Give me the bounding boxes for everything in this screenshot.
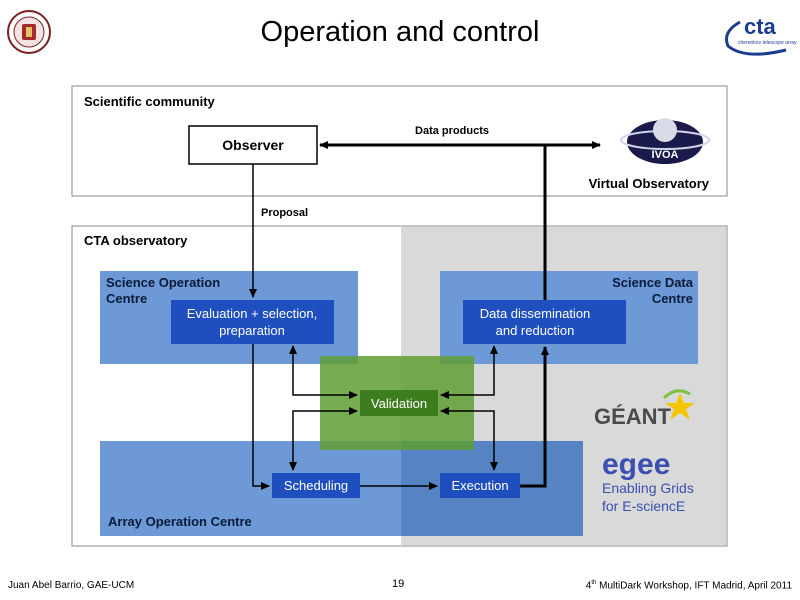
footer-event-text: MultiDark Workshop, IFT Madrid, April 20… (596, 580, 792, 592)
dissemination-validation-arrow (440, 345, 498, 399)
egee-text: egee (602, 448, 670, 481)
scheduling-box (272, 473, 360, 498)
university-seal-logo (7, 10, 51, 54)
cta-logo: cta cherenkov telescope array (725, 14, 797, 56)
footer-event-sup: th (591, 580, 597, 586)
evaluation-label-line2: preparation (219, 323, 285, 338)
scheduling-label: Scheduling (284, 478, 348, 493)
data-dissemination-box (463, 300, 626, 344)
validation-execution-arrow (440, 407, 498, 471)
scientific-community-label: Scientific community (84, 94, 216, 109)
cta-logo-subtext: cherenkov telescope array (738, 40, 797, 46)
soc-label-line1: Science Operation (106, 275, 220, 290)
egee-line2: for E-sciencE (602, 498, 685, 514)
virtual-observatory-label: Virtual Observatory (589, 176, 710, 191)
ivoa-text: IVOA (652, 149, 679, 161)
execution-label: Execution (451, 478, 508, 493)
validation-box (360, 390, 438, 416)
execution-to-dissemination-arrow (520, 346, 549, 488)
observer-box (188, 125, 318, 165)
geant-logo: GÉANT (594, 389, 695, 429)
footer-event: 4th MultiDark Workshop, IFT Madrid, Apri… (586, 580, 792, 591)
proposal-label: Proposal (261, 207, 308, 219)
dissemination-label-line1: Data dissemination (480, 306, 591, 321)
sdc-label-line2: Centre (652, 291, 693, 306)
aoc-label: Array Operation Centre (108, 514, 252, 529)
geant-text: GÉANT (594, 404, 672, 429)
evaluation-box (171, 300, 334, 344)
footer-author: Juan Abel Barrio, GAE-UCM (8, 580, 135, 591)
sdc-label-line1: Science Data (612, 275, 694, 290)
ivoa-logo: IVOA (620, 118, 710, 164)
egee-logo: egee Enabling Grids for E-sciencE (602, 448, 694, 514)
evaluation-validation-arrow (289, 345, 358, 399)
slide-title: Operation and control (260, 16, 540, 48)
execution-box (440, 473, 520, 498)
egee-line1: Enabling Grids (602, 480, 694, 496)
soc-label-line2: Centre (106, 291, 147, 306)
dissemination-label-line2: and reduction (496, 323, 575, 338)
cta-observatory-label: CTA observatory (84, 233, 188, 248)
cta-logo-text: cta (744, 14, 777, 39)
observer-label: Observer (222, 137, 284, 153)
page-number: 19 (392, 578, 405, 590)
evaluation-to-scheduling-arrow (252, 344, 270, 490)
validation-label: Validation (371, 396, 427, 411)
data-products-label: Data products (415, 125, 489, 137)
evaluation-label-line1: Evaluation + selection, (187, 306, 317, 321)
footer-event-num: 4 (585, 580, 592, 592)
validation-scheduling-arrow (289, 407, 358, 471)
